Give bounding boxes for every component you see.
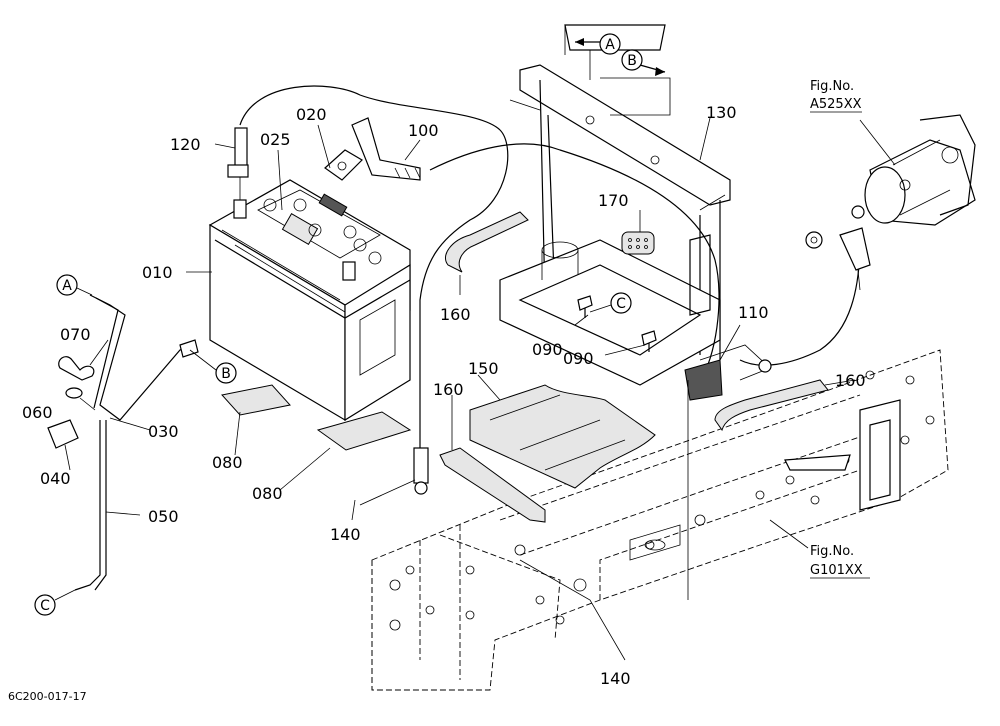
fig-ref-frame-code: G101XX	[810, 563, 863, 578]
ref-label-a-top: A	[605, 37, 615, 53]
label-090-b: 090	[563, 349, 594, 368]
fig-ref-starter-code: A525XX	[810, 97, 862, 112]
fig-ref-starter-prefix: Fig.No.	[810, 79, 854, 94]
ref-label-b-left: B	[221, 366, 231, 382]
cushion-160-a	[439, 447, 546, 523]
cushion-160-c	[714, 379, 829, 432]
ref-circle-a-left: A	[56, 274, 93, 296]
label-130: 130	[706, 103, 737, 122]
label-150: 150	[468, 359, 499, 378]
ref-label-c-left: C	[40, 598, 50, 614]
label-020: 020	[296, 105, 327, 124]
ref-label-b-top: B	[627, 53, 637, 69]
ref-circle-c-left: C	[34, 589, 76, 616]
ref-label-a-left: A	[62, 278, 72, 294]
label-140-b: 140	[600, 669, 631, 688]
label-060: 060	[22, 403, 53, 422]
fig-ref-starter: Fig.No. A525XX	[810, 79, 862, 113]
cushion-160-b	[445, 211, 529, 273]
label-140-a: 140	[330, 525, 361, 544]
rubber-pad-170	[621, 231, 655, 255]
tractor-frame	[371, 349, 949, 691]
rubber-pad-dots	[628, 238, 648, 249]
label-030: 030	[148, 422, 179, 441]
label-110: 110	[738, 303, 769, 322]
ref-circle-b-left: B	[189, 349, 237, 384]
label-080-b: 080	[252, 484, 283, 503]
label-120: 120	[170, 135, 201, 154]
label-025: 025	[260, 130, 291, 149]
label-090-a: 090	[532, 340, 563, 359]
label-040: 040	[40, 469, 71, 488]
drawing-code: 6C200-017-17	[8, 690, 87, 703]
label-080-a: 080	[212, 453, 243, 472]
ref-circle-c-mid: C	[589, 292, 632, 314]
clamp-110	[684, 344, 772, 401]
fig-ref-frame: Fig.No. G101XX	[810, 544, 870, 579]
ref-label-c-mid: C	[616, 296, 626, 312]
label-100: 100	[408, 121, 439, 140]
pad-080-b	[316, 411, 412, 451]
starter-motor	[805, 114, 976, 291]
battery	[208, 179, 411, 422]
battery-mat-150	[469, 384, 656, 489]
ref-placards	[564, 24, 671, 116]
ground-terminal	[359, 447, 429, 506]
ref-circle-b-top: B	[621, 49, 643, 71]
label-160-a: 160	[433, 380, 464, 399]
fig-ref-frame-prefix: Fig.No.	[810, 544, 854, 559]
label-050: 050	[148, 507, 179, 526]
label-160-c: 160	[835, 371, 866, 390]
terminal-120	[227, 127, 249, 200]
terminal-020	[324, 149, 363, 181]
label-010: 010	[142, 263, 173, 282]
battery-bracket	[499, 64, 731, 386]
leader-lines	[64, 117, 896, 661]
terminal-100	[351, 117, 421, 181]
ref-circle-a-top: A	[599, 33, 621, 55]
label-070: 070	[60, 325, 91, 344]
bolts-090	[577, 295, 657, 352]
pad-080-a	[221, 384, 291, 416]
label-160-b: 160	[440, 305, 471, 324]
label-170: 170	[598, 191, 629, 210]
part-labels: 120 025 020 100 010 070 060 030 040 050 …	[22, 103, 866, 688]
